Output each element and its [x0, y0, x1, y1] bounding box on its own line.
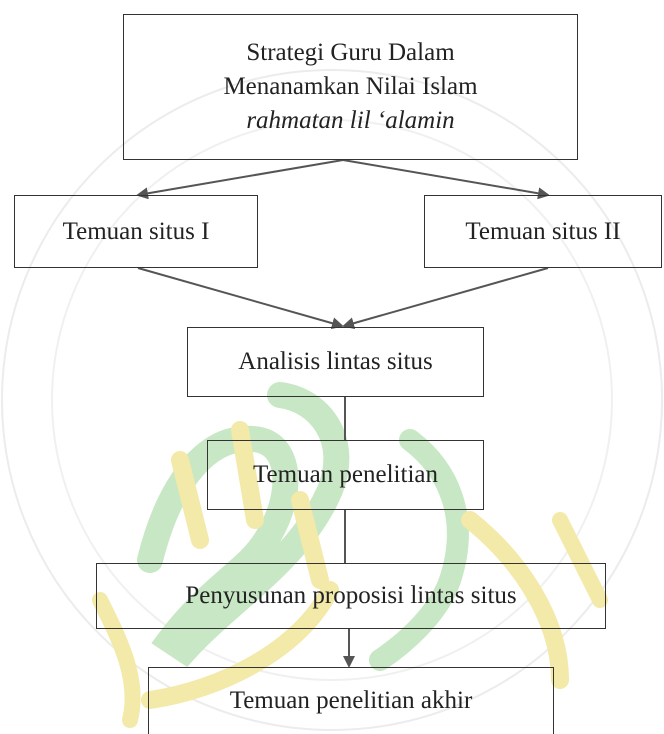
- site-1-label: Temuan situs I: [62, 217, 210, 245]
- box-site-1: Temuan situs I: [14, 195, 258, 268]
- arrow-root-to-site1: [136, 159, 344, 200]
- site-2-label: Temuan situs II: [465, 217, 621, 245]
- arrow-root-to-site2: [342, 159, 550, 200]
- root-line-2: Menanamkan Nilai Islam: [223, 73, 478, 101]
- watermark-calligraphy-yellow-2: [92, 512, 608, 728]
- cross-analysis-label: Analisis lintas situs: [238, 348, 433, 376]
- arrow-site2-to-analysis: [342, 267, 549, 330]
- box-research-findings: Temuan penelitian: [207, 440, 484, 510]
- findings-label: Temuan penelitian: [253, 461, 438, 489]
- root-line-1: Strategi Guru Dalam: [246, 39, 455, 67]
- box-final-findings: Temuan penelitian akhir: [148, 667, 554, 734]
- root-box-strategy: Strategi Guru Dalam Menanamkan Nilai Isl…: [123, 14, 578, 160]
- watermark-ring: [1, 69, 663, 731]
- box-proposition: Penyusunan proposisi lintas situs: [96, 563, 606, 629]
- root-line-3: rahmatan lil ‘alamin: [246, 106, 455, 134]
- watermark-ring-inner: [51, 119, 613, 681]
- final-findings-label: Temuan penelitian akhir: [229, 687, 473, 715]
- box-cross-site-analysis: Analisis lintas situs: [187, 327, 484, 397]
- watermark-calligraphy-yellow: [141, 421, 569, 709]
- box-site-2: Temuan situs II: [424, 195, 662, 268]
- proposition-label: Penyusunan proposisi lintas situs: [185, 582, 517, 610]
- arrow-site1-to-analysis: [137, 267, 344, 330]
- watermark-calligraphy-green-2: [369, 429, 469, 671]
